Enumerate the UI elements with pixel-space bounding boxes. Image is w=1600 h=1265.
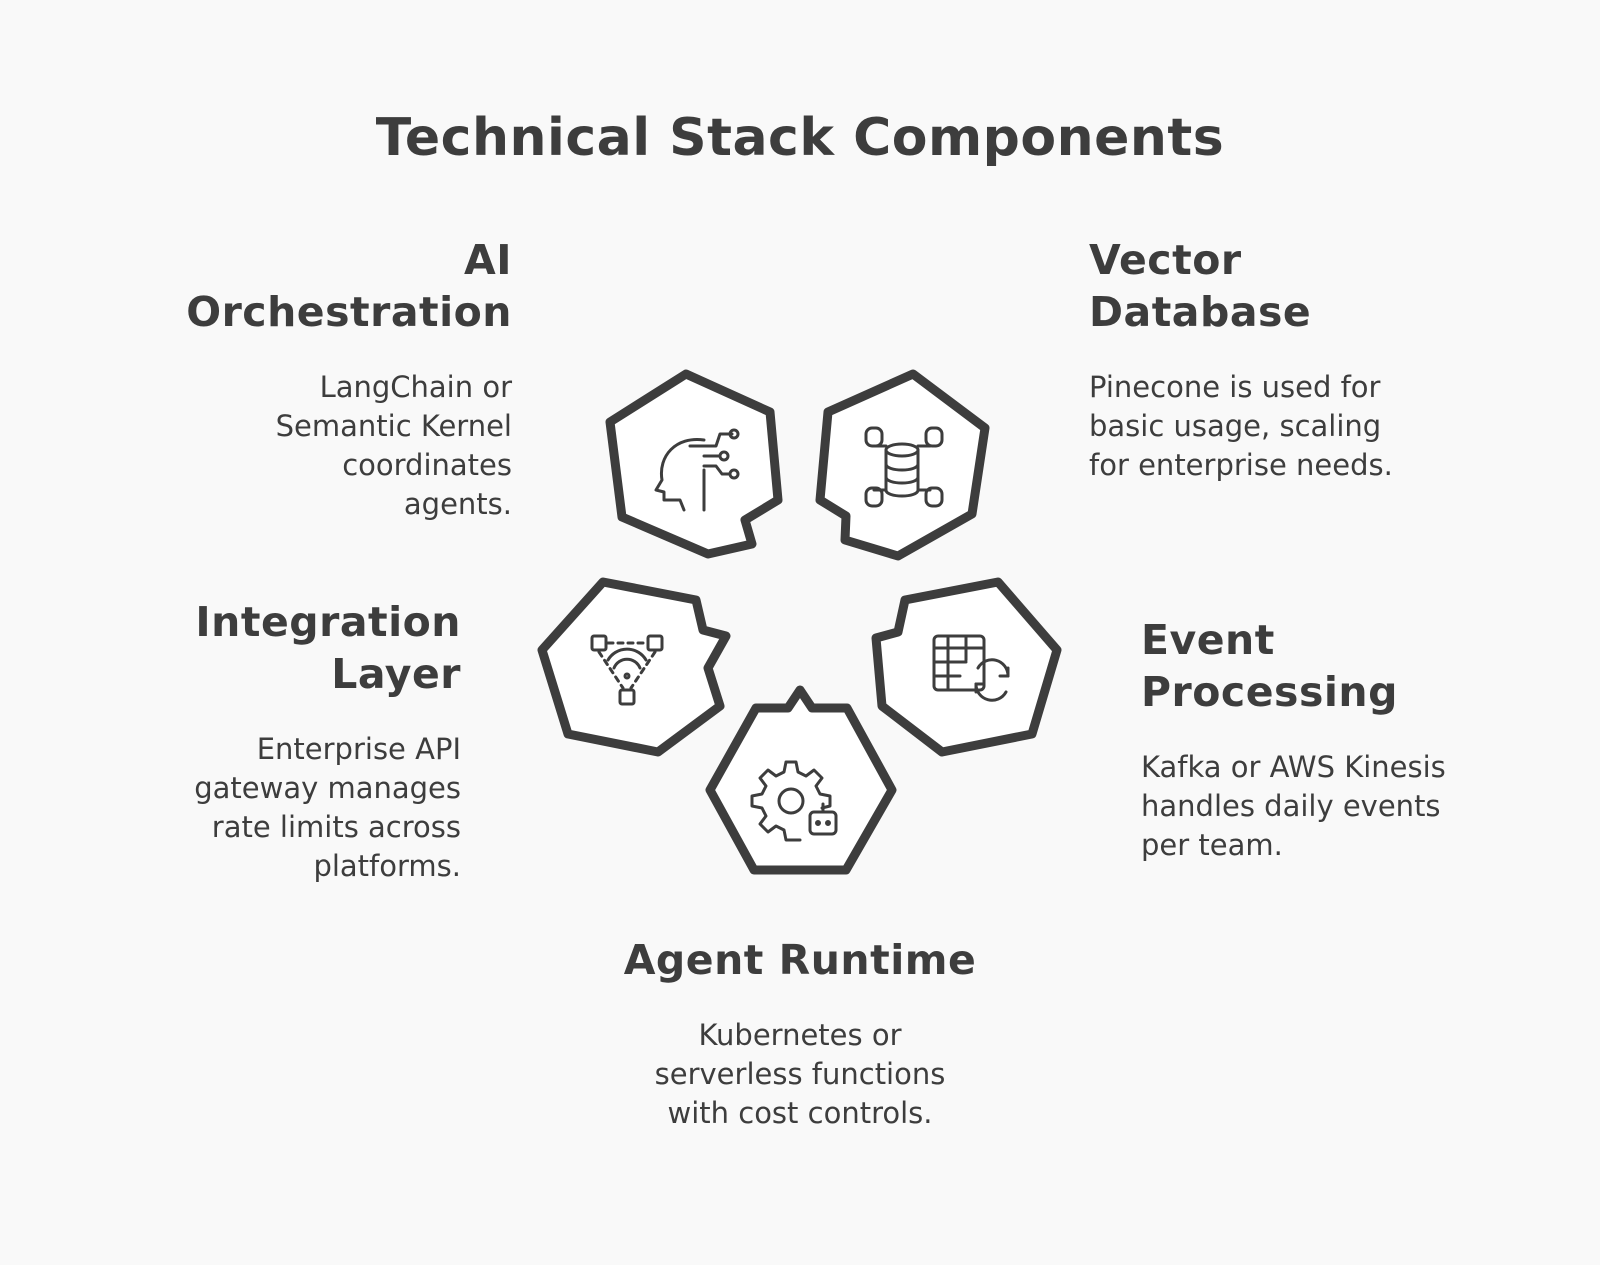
integration-layer-title-line-2: Layer bbox=[331, 650, 461, 698]
ai-orchestration-description: LangChain or Semantic Kernel coordinates… bbox=[275, 370, 512, 521]
event-processing-title-line-1: Event bbox=[1141, 616, 1275, 664]
agent-runtime-title: Agent Runtime bbox=[623, 936, 977, 984]
integration-layer-title: Integration Layer bbox=[150, 596, 461, 700]
integration-layer-block: Integration Layer Enterprise API gateway… bbox=[150, 596, 461, 886]
vector-database-block: Vector Database Pinecone is used for bas… bbox=[1089, 234, 1429, 485]
agent-runtime-description: Kubernetes or serverless functions with … bbox=[654, 1018, 946, 1130]
ai-orchestration-hexagon bbox=[605, 369, 783, 559]
vector-database-description: Pinecone is used for basic usage, scalin… bbox=[1089, 370, 1393, 482]
event-processing-title: Event Processing bbox=[1141, 614, 1481, 718]
agent-runtime-hexagon bbox=[705, 685, 897, 875]
ai-orchestration-title: AI Orchestration bbox=[150, 234, 512, 338]
database-network-icon bbox=[864, 426, 944, 508]
event-processing-block: Event Processing Kafka or AWS Kinesis ha… bbox=[1141, 614, 1481, 865]
vector-database-title-line-1: Vector bbox=[1089, 236, 1242, 284]
event-processing-description: Kafka or AWS Kinesis handles daily event… bbox=[1141, 750, 1446, 862]
event-processing-title-line-2: Processing bbox=[1141, 668, 1398, 716]
network-nodes-icon bbox=[590, 634, 664, 706]
ai-head-circuit-icon bbox=[654, 428, 740, 512]
event-processing-hexagon bbox=[871, 577, 1062, 757]
agent-runtime-block: Agent Runtime Kubernetes or serverless f… bbox=[600, 934, 1000, 1133]
ai-orchestration-title-line-2: Orchestration bbox=[186, 288, 512, 336]
diagram-title: Technical Stack Components bbox=[375, 108, 1225, 168]
vector-database-title-line-2: Database bbox=[1089, 288, 1312, 336]
gear-robot-icon bbox=[750, 760, 838, 842]
integration-layer-hexagon bbox=[537, 577, 731, 757]
integration-layer-title-line-1: Integration bbox=[195, 598, 461, 646]
vector-database-hexagon bbox=[815, 369, 990, 561]
table-sync-icon bbox=[932, 634, 1010, 702]
vector-database-title: Vector Database bbox=[1089, 234, 1429, 338]
integration-layer-description: Enterprise API gateway manages rate limi… bbox=[194, 732, 461, 883]
ai-orchestration-title-line-1: AI bbox=[464, 236, 512, 284]
ai-orchestration-block: AI Orchestration LangChain or Semantic K… bbox=[150, 234, 512, 524]
